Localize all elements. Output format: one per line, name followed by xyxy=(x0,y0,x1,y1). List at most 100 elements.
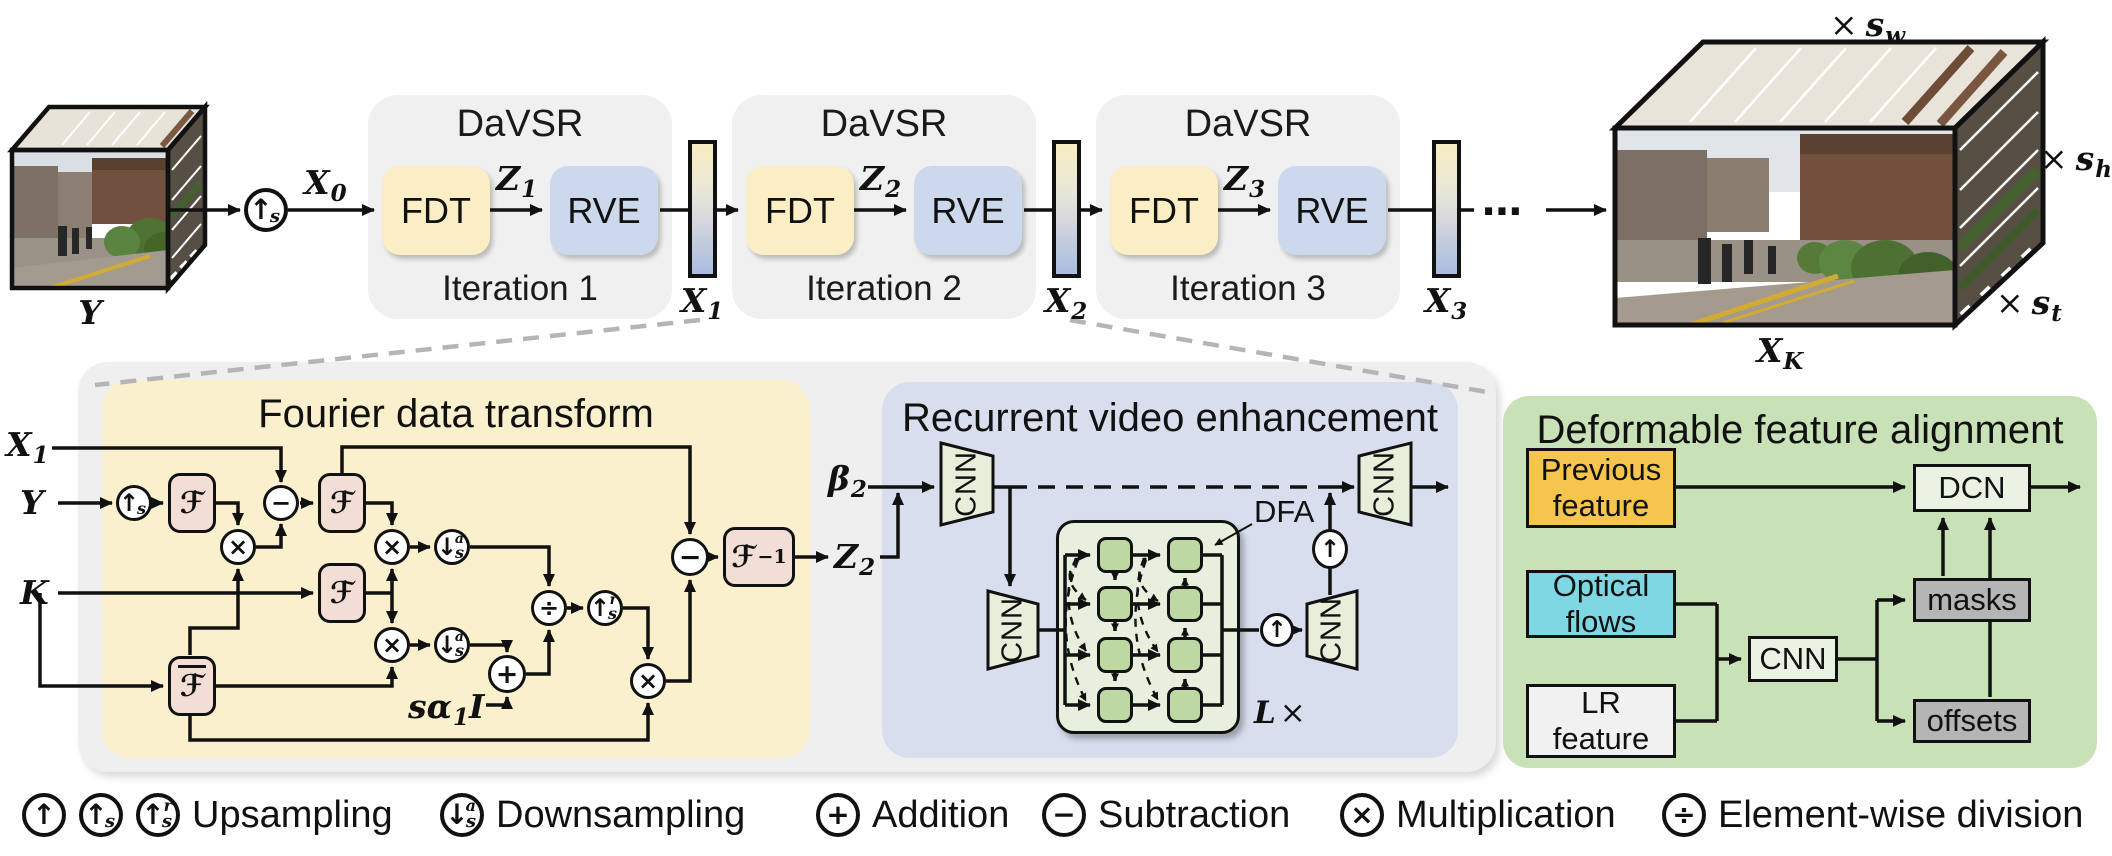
multiply-icon: × xyxy=(1340,793,1384,837)
scale-h-label: ×sh xyxy=(2040,139,2112,183)
dfa-label-leader xyxy=(1214,523,1253,546)
fdt-input-y-label: Y xyxy=(20,483,44,522)
z2-label: Z2 xyxy=(860,159,902,203)
add-icon: + xyxy=(488,655,526,693)
iteration-caption: Iteration 3 xyxy=(1170,269,1326,308)
inverse-fourier-block: ℱ−1 xyxy=(723,527,795,587)
fdt-block-2: FDT xyxy=(746,166,854,255)
rve-block-2: RVE xyxy=(914,166,1022,255)
subtract-icon: − xyxy=(263,485,299,521)
add-icon: + xyxy=(816,793,860,837)
fdt-block-3: FDT xyxy=(1110,166,1218,255)
feature-bar-x1 xyxy=(688,140,717,278)
iteration-caption: Iteration 1 xyxy=(442,269,598,308)
legend-subtraction: − Subtraction xyxy=(1042,792,1290,838)
multiply-icon: × xyxy=(374,529,410,565)
ellipsis: ⋯ xyxy=(1482,189,1524,235)
iteration-caption: Iteration 2 xyxy=(806,269,962,308)
grid-cell xyxy=(1167,537,1203,573)
fdt-input-x1-label: X1 xyxy=(6,425,49,469)
x1-label: X1 xyxy=(680,281,724,325)
legend-multiplication: × Multiplication xyxy=(1340,792,1616,838)
sa1i-label: sα1I xyxy=(408,687,485,731)
masks-box: masks xyxy=(1913,578,2031,622)
lr-feature-box: LR feature xyxy=(1526,684,1676,758)
loop-count-label: L× xyxy=(1254,695,1306,731)
divide-icon: ÷ xyxy=(1662,793,1706,837)
previous-feature-box: Previous feature xyxy=(1526,448,1676,528)
upsample-s-icon: ↑s xyxy=(79,793,123,837)
multiply-icon: × xyxy=(630,663,666,699)
fdt-wiring xyxy=(38,445,935,742)
scale-w-label: ×sw xyxy=(1830,5,1906,49)
feature-bar-x2 xyxy=(1052,140,1081,278)
xk-label: XK xyxy=(1756,331,1804,375)
grid-cell xyxy=(1167,586,1203,622)
davsr-title: DaVSR xyxy=(1184,103,1312,145)
grid-cell xyxy=(1097,537,1133,573)
cnn-label: CNN xyxy=(996,597,1029,663)
davsr-title: DaVSR xyxy=(456,103,584,145)
optical-flows-box: Optical flows xyxy=(1526,568,1676,639)
x0-label: X0 xyxy=(304,163,347,207)
fourier-transform-block-3: ℱ xyxy=(318,563,366,623)
output-video-cube xyxy=(1608,36,2050,331)
zoom-leader-lines xyxy=(94,317,1488,395)
davsr-title: DaVSR xyxy=(820,103,948,145)
grid-skip-connections xyxy=(1064,557,1160,702)
dfa-panel-title: Deformable feature alignment xyxy=(1536,408,2064,452)
divide-icon: ÷ xyxy=(531,590,567,626)
upsample-icon: ↑ xyxy=(1312,529,1348,569)
subtract-icon: − xyxy=(671,538,709,576)
offsets-box: offsets xyxy=(1913,699,2031,743)
grid-cell xyxy=(1097,586,1133,622)
fdt-block-1: FDT xyxy=(382,166,490,255)
rve-block-1: RVE xyxy=(550,166,658,255)
cnn-label: CNN xyxy=(1368,451,1401,517)
fdt-panel-title: Fourier data transform xyxy=(258,392,654,436)
cnn-label: CNN xyxy=(1315,597,1348,663)
grid-cell xyxy=(1097,687,1133,723)
multiply-icon: × xyxy=(220,529,256,565)
beta2-label: β2 xyxy=(828,459,867,503)
legend-division: ÷ Element-wise division xyxy=(1662,792,2083,838)
fdt-input-k-label: K xyxy=(20,573,49,612)
x3-label: X3 xyxy=(1424,281,1468,325)
grid-cell xyxy=(1097,637,1133,673)
fourier-transform-block-2: ℱ xyxy=(318,473,366,533)
subtract-icon: − xyxy=(1042,793,1086,837)
cnn-trapezoids xyxy=(939,441,1413,671)
legend-addition: + Addition xyxy=(816,792,1009,838)
x2-label: X2 xyxy=(1044,281,1088,325)
scale-t-label: ×st xyxy=(1996,283,2062,327)
feature-bar-x3 xyxy=(1432,140,1461,278)
dcn-box: DCN xyxy=(1913,464,2031,512)
upsample-icon: ↑ xyxy=(1260,613,1294,647)
rve-panel-title: Recurrent video enhancement xyxy=(902,396,1438,440)
dfa-cnn-box: CNN xyxy=(1748,636,1838,682)
davsr-unit-2: DaVSR FDT RVE Iteration 2 xyxy=(732,95,1036,319)
rve-block-3: RVE xyxy=(1278,166,1386,255)
input-cube-label: Y xyxy=(78,293,102,332)
dfa-callout-label: DFA xyxy=(1254,494,1315,529)
input-video-cube xyxy=(7,100,210,295)
grid-cell xyxy=(1167,637,1203,673)
z3-label: Z3 xyxy=(1224,159,1266,203)
multiply-icon: × xyxy=(374,627,410,663)
z1-label: Z1 xyxy=(496,159,538,203)
davsr-unit-3: DaVSR FDT RVE Iteration 3 xyxy=(1096,95,1400,319)
fourier-transform-block-1: ℱ xyxy=(168,473,216,533)
cnn-label: CNN xyxy=(950,451,983,517)
z2-output-label: Z2 xyxy=(834,537,876,581)
davsr-unit-1: DaVSR FDT RVE Iteration 1 xyxy=(368,95,672,319)
upsample-s-icon: ↑s xyxy=(244,188,288,232)
